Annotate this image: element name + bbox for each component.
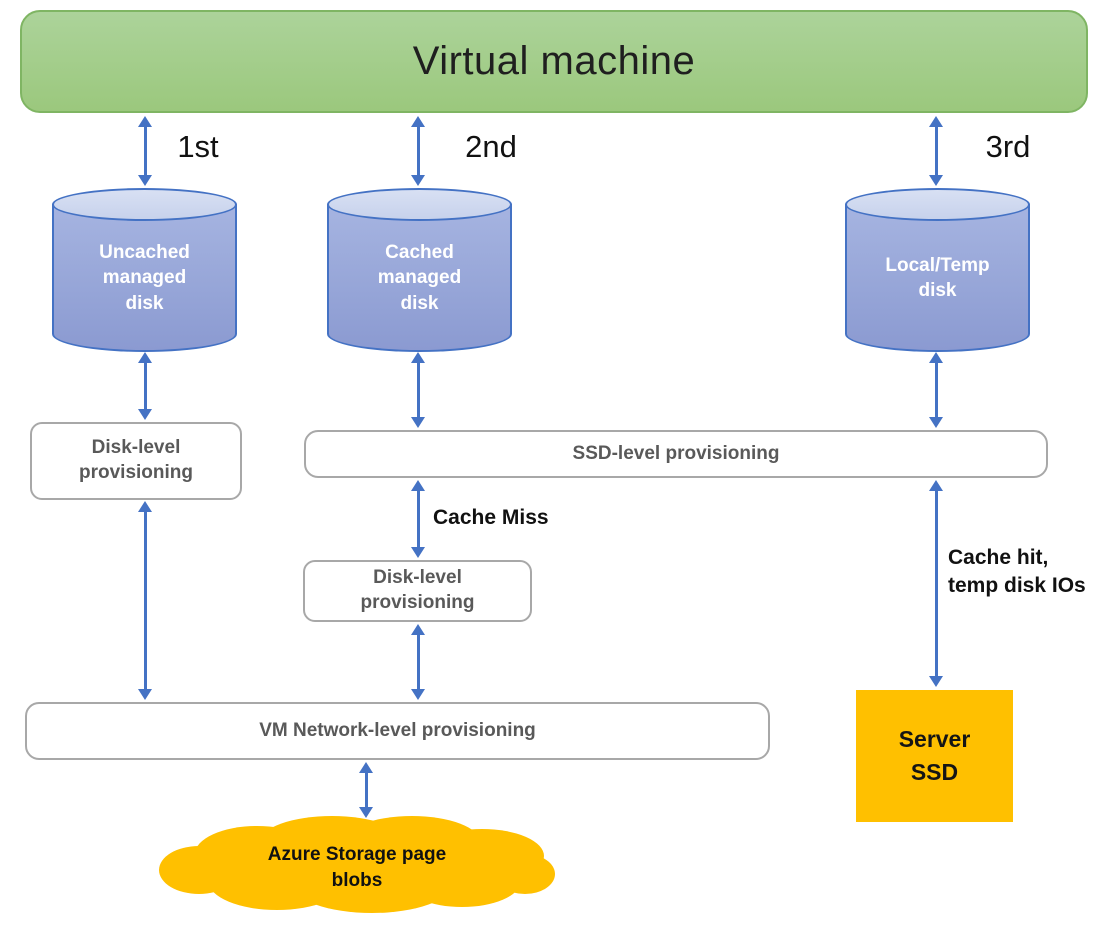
cloud-shape-icon	[159, 816, 555, 913]
arrow-line	[416, 633, 420, 691]
local-temp-disk-cylinder: Local/Temp disk	[845, 188, 1030, 352]
arrow-line	[416, 125, 420, 177]
arrow-line	[143, 510, 147, 691]
order-label-1st: 1st	[177, 129, 219, 164]
azure-storage-cloud	[157, 812, 557, 915]
vm-network-level-provisioning-label: VM Network-level provisioning	[259, 719, 536, 741]
arrow-vm-network-to-azure-storage	[359, 762, 373, 818]
cylinder-body	[52, 204, 237, 352]
arrow-vm-uncached-disk	[138, 116, 152, 186]
cylinder-body	[327, 204, 512, 352]
arrow-line	[934, 489, 938, 678]
cache-miss-label: Cache Miss	[433, 506, 549, 529]
cache-hit-label: Cache hit, temp disk IOs	[948, 546, 1086, 598]
arrow-line	[364, 771, 368, 809]
uncached-managed-disk-label: Uncached managed disk	[99, 242, 190, 314]
disk-level-provisioning-mid-box: Disk-level provisioning	[303, 560, 532, 622]
arrow-disk-level-mid-to-vm-network	[411, 624, 425, 700]
cylinder-body	[845, 204, 1030, 352]
vm-network-level-provisioning-box: VM Network-level provisioning	[25, 702, 770, 760]
cylinder-cap	[52, 188, 237, 221]
server-ssd-box: Server SSD	[856, 690, 1013, 822]
arrow-uncached-disk-level-provisioning	[138, 352, 152, 420]
server-ssd-label: Server SSD	[898, 725, 971, 785]
arrow-disk-level-left-to-vm-network	[138, 501, 152, 700]
arrow-vm-cached-disk	[411, 116, 425, 186]
arrow-cached-ssd-level-provisioning	[411, 352, 425, 428]
cached-managed-disk-cylinder: Cached managed disk	[327, 188, 512, 352]
arrow-line	[934, 361, 938, 419]
disk-level-provisioning-left-box: Disk-level provisioning	[30, 422, 242, 500]
arrow-ssd-level-to-disk-level-cache-miss	[411, 480, 425, 558]
virtual-machine-label: Virtual machine	[412, 39, 696, 83]
arrow-line	[143, 361, 147, 411]
arrow-line	[934, 125, 938, 177]
arrow-vm-local-temp-disk	[929, 116, 943, 186]
disk-level-provisioning-left-label: Disk-level provisioning	[79, 437, 193, 483]
uncached-managed-disk-cylinder: Uncached managed disk	[52, 188, 237, 352]
virtual-machine-box: Virtual machine	[20, 10, 1088, 113]
arrow-line	[143, 125, 147, 177]
ssd-level-provisioning-label: SSD-level provisioning	[572, 442, 780, 464]
order-label-2nd: 2nd	[465, 129, 517, 164]
cylinder-cap	[845, 188, 1030, 221]
disk-level-provisioning-mid-label: Disk-level provisioning	[360, 567, 475, 613]
arrow-line	[416, 361, 420, 419]
arrow-line	[416, 489, 420, 549]
cylinder-cap	[327, 188, 512, 221]
local-temp-disk-label: Local/Temp disk	[885, 254, 990, 301]
cached-managed-disk-label: Cached managed disk	[377, 242, 462, 314]
arrow-local-temp-ssd-level-provisioning	[929, 352, 943, 428]
ssd-level-provisioning-box: SSD-level provisioning	[304, 430, 1048, 478]
azure-storage-page-blobs-label: Azure Storage page blobs	[267, 844, 447, 891]
arrow-ssd-level-to-server-ssd	[929, 480, 943, 687]
order-label-3rd: 3rd	[985, 129, 1031, 164]
